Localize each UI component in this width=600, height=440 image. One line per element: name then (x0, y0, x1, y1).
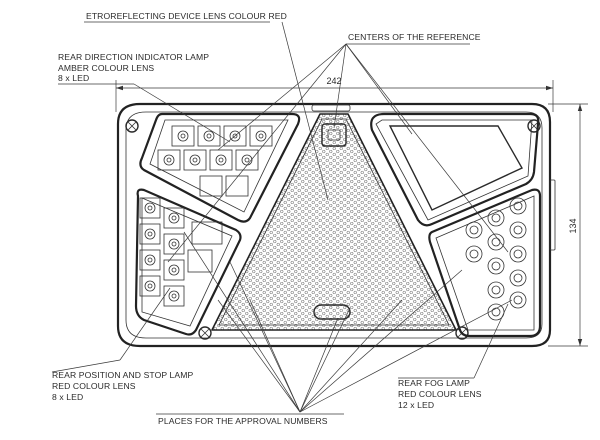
fog-lamp (428, 188, 542, 338)
label-fog-lamp: REAR FOG LAMP (398, 378, 470, 388)
label-direction-leds: 8 x LED (58, 73, 89, 83)
label-position-lens: RED COLOUR LENS (52, 381, 136, 391)
leader-lines (51, 21, 513, 415)
label-direction-indicator: REAR DIRECTION INDICATOR LAMP (58, 52, 209, 62)
dimension-width-label: 242 (326, 76, 341, 86)
label-direction-lens: AMBER COLOUR LENS (58, 63, 154, 73)
dimension-width: 242 (115, 76, 554, 112)
label-position-leds: 8 x LED (52, 392, 83, 402)
led-icon (157, 125, 273, 197)
label-fog-lens: RED COLOUR LENS (398, 389, 482, 399)
dimension-height-label: 134 (568, 218, 578, 233)
position-stop-lamp (134, 188, 242, 336)
led-icon (139, 197, 223, 307)
label-position-stop: REAR POSITION AND STOP LAMP (52, 370, 194, 380)
label-fog-leds: 12 x LED (398, 400, 434, 410)
label-centers-reference: CENTERS OF THE REFERENCE (348, 32, 481, 42)
direction-indicator-lamp (139, 112, 301, 223)
dimension-height: 134 (548, 103, 588, 347)
led-icon (465, 197, 527, 321)
reversing-lamp (370, 112, 540, 227)
retroreflector-triangle (211, 113, 457, 331)
label-approval-numbers: PLACES FOR THE APPROVAL NUMBERS (158, 416, 328, 426)
label-retroreflecting: ETROREFLECTING DEVICE LENS COLOUR RED (86, 11, 287, 21)
